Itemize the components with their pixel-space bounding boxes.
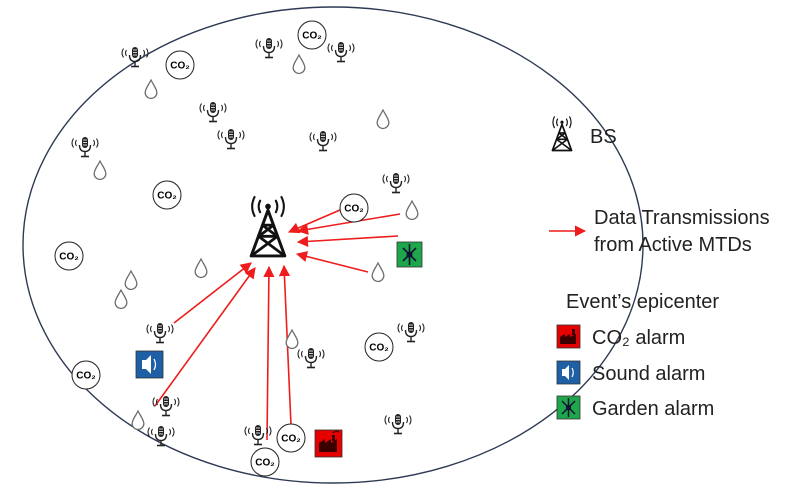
co2-alarm-epicenter	[314, 429, 343, 458]
co2-sensor-icon: CO₂	[54, 241, 84, 271]
legend-transmission-line1: Data Transmissions	[594, 207, 770, 229]
co2-sensor-icon: CO₂	[250, 447, 280, 477]
legend-epicenter-title: Event’s epicenter	[566, 291, 719, 313]
transmission-arrow	[296, 235, 399, 247]
legend-bs-label: BS	[590, 126, 617, 148]
co2-sensor-label: CO₂	[302, 31, 321, 42]
co2-sensor-label: CO₂	[157, 191, 176, 202]
co2-sensor-icon: CO₂	[276, 423, 306, 453]
legend: BS Data Transmissions from Active MTDs E…	[549, 115, 770, 420]
transmission-arrow	[173, 262, 252, 324]
legend-transmission-line2: from Active MTDs	[594, 234, 752, 256]
transmission-arrow	[154, 267, 256, 407]
legend-bs-entry: BS	[551, 115, 617, 152]
data-transmission-arrows	[154, 209, 401, 441]
co2-sensor-icon: CO₂	[152, 180, 182, 210]
co2-sensor-label: CO₂	[76, 371, 95, 382]
legend-sound-alarm-entry: Sound alarm	[556, 360, 705, 385]
garden-alarm-epicenter	[396, 241, 423, 268]
co2-sensor-label: CO₂	[369, 343, 388, 354]
co2-sensor-label: CO₂	[281, 434, 300, 445]
legend-sound-alarm-label: Sound alarm	[592, 363, 705, 385]
co2-sensor-icon: CO₂	[364, 332, 394, 362]
co2-sensors: CO₂ CO₂ CO₂ CO₂ CO₂ CO₂ CO₂ CO₂ CO₂	[54, 20, 394, 477]
cell-coverage-boundary	[22, 6, 644, 484]
co2-sensor-label: CO₂	[170, 61, 189, 72]
legend-co2-alarm-label: CO₂ alarm	[592, 327, 685, 349]
legend-garden-alarm-entry: Garden alarm	[556, 395, 714, 420]
legend-co2-alarm-entry: CO₂ alarm	[556, 324, 685, 349]
transmission-arrow	[296, 213, 401, 235]
co2-sensor-icon: CO₂	[339, 193, 369, 223]
co2-sensor-icon: CO₂	[297, 20, 327, 50]
legend-garden-alarm-label: Garden alarm	[592, 398, 714, 420]
co2-sensor-label: CO₂	[59, 252, 78, 263]
co2-sensor-label: CO₂	[344, 204, 363, 215]
transmission-arrow	[263, 265, 275, 441]
co2-sensor-icon: CO₂	[71, 360, 101, 390]
sound-alarm-epicenter	[135, 350, 164, 379]
co2-sensor-icon: CO₂	[165, 50, 195, 80]
transmission-arrow	[295, 251, 369, 273]
co2-sensor-label: CO₂	[255, 458, 274, 469]
legend-transmission-entry: Data Transmissions from Active MTDs	[549, 207, 770, 256]
